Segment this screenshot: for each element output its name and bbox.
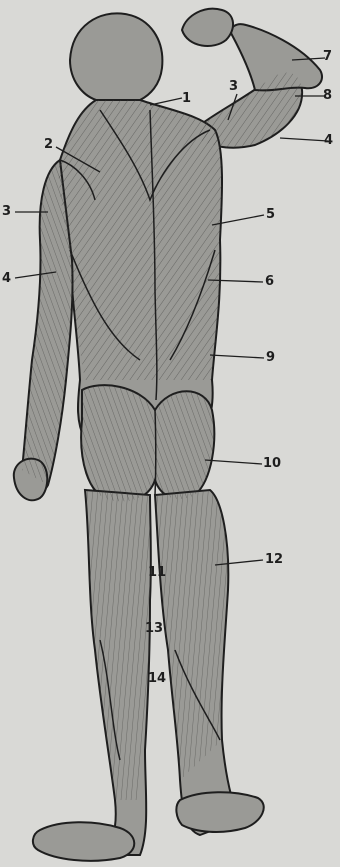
label-13: 13: [145, 622, 163, 635]
label-4-left: 4: [2, 272, 11, 285]
fist-raised: [182, 9, 233, 46]
right-foot: [176, 792, 263, 832]
label-3-left: 3: [2, 205, 11, 218]
label-5: 5: [266, 208, 275, 221]
label-7: 7: [323, 50, 332, 63]
leader-9: [210, 355, 264, 358]
left-foot: [33, 822, 134, 861]
label-9: 9: [266, 351, 275, 364]
label-3-right: 3: [229, 80, 238, 93]
gluteal-cleft: [155, 410, 156, 495]
label-10: 10: [263, 457, 281, 470]
label-11: 11: [148, 566, 166, 579]
label-4-right: 4: [324, 134, 333, 147]
leader-10: [205, 460, 262, 464]
leader-1: [150, 98, 182, 105]
muscle-texture: [22, 73, 302, 800]
label-1: 1: [182, 92, 191, 105]
head: [70, 13, 162, 100]
label-14: 14: [148, 672, 166, 685]
label-6: 6: [265, 275, 274, 288]
label-12: 12: [265, 553, 283, 566]
label-8: 8: [323, 89, 332, 102]
label-2: 2: [44, 138, 53, 151]
leader-4-right: [280, 138, 328, 141]
